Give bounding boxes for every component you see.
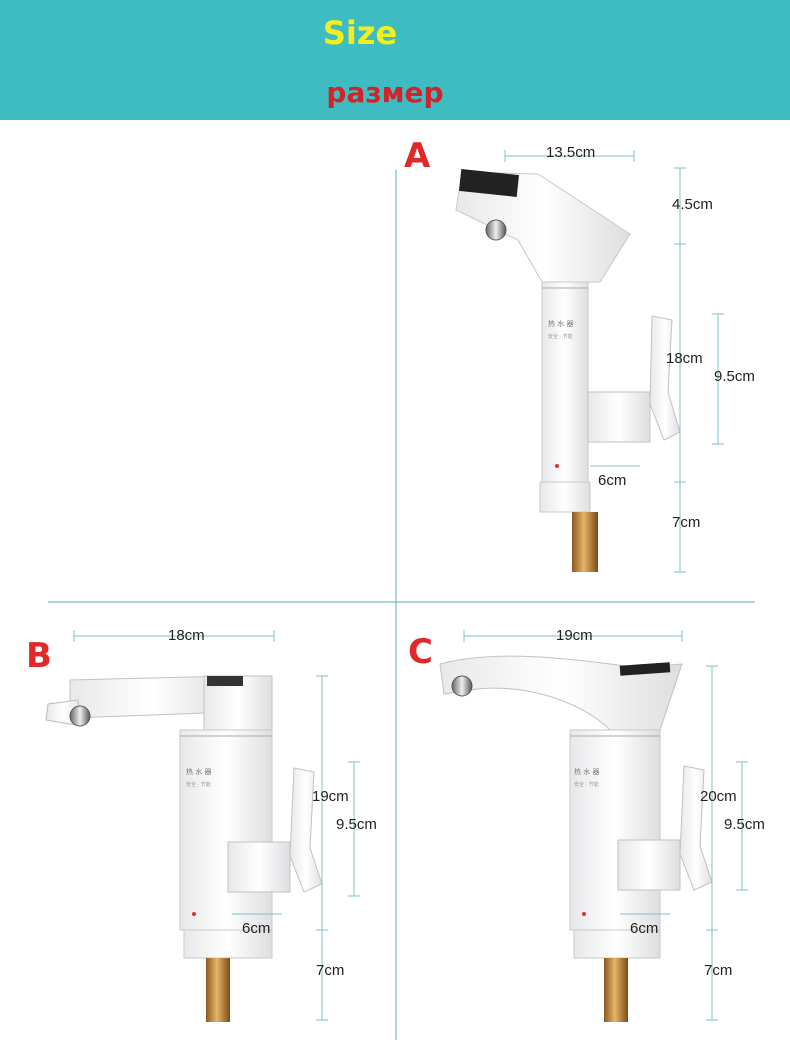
svg-text:热 水 器: 热 水 器 (186, 767, 211, 776)
dim-c-body-height: 20cm (700, 788, 737, 805)
faucet-b-dimension-lines (73, 630, 360, 1021)
panel-a-label: A (404, 136, 431, 176)
dim-b-thread-length: 7cm (316, 962, 345, 979)
dim-a-body-height: 18cm (666, 350, 703, 367)
dim-c-spout-length: 19cm (556, 627, 593, 644)
dim-a-base-width: 6cm (598, 472, 627, 489)
panel-dividers (48, 170, 755, 1040)
dim-a-head-height: 4.5cm (672, 196, 713, 213)
dim-b-base-width: 6cm (242, 920, 271, 937)
dim-a-spout-length: 13.5cm (546, 144, 596, 161)
title-russian: размер (326, 76, 444, 109)
faucet-a-icon: 热 水 器 安全 · 节能 (455, 169, 681, 572)
dim-b-spout-length: 18cm (168, 627, 205, 644)
faucet-c-dimension-lines (463, 630, 748, 1021)
dim-b-body-height: 19cm (312, 788, 349, 805)
svg-text:安全 · 节能: 安全 · 节能 (574, 781, 599, 788)
title-english: Size (322, 14, 398, 52)
faucet-b-icon: 热 水 器 安全 · 节能 (45, 675, 323, 1022)
svg-text:安全 · 节能: 安全 · 节能 (548, 333, 573, 340)
dim-c-thread-length: 7cm (704, 962, 733, 979)
dim-a-thread-length: 7cm (672, 514, 701, 531)
faucet-c-icon: 热 水 器 安全 · 节能 (439, 655, 713, 1022)
panel-b-label: B (26, 636, 52, 676)
dim-a-handle-height: 9.5cm (714, 368, 755, 385)
svg-text:热 水 器: 热 水 器 (574, 767, 599, 776)
header-banner: Size размер (0, 0, 790, 120)
dim-c-handle-height: 9.5cm (724, 816, 765, 833)
dim-b-handle-height: 9.5cm (336, 816, 377, 833)
faucet-a-dimension-lines (504, 150, 724, 573)
svg-text:安全 · 节能: 安全 · 节能 (186, 781, 211, 788)
svg-text:热 水 器: 热 水 器 (548, 319, 573, 328)
dim-c-base-width: 6cm (630, 920, 659, 937)
panel-c-label: C (408, 632, 433, 672)
